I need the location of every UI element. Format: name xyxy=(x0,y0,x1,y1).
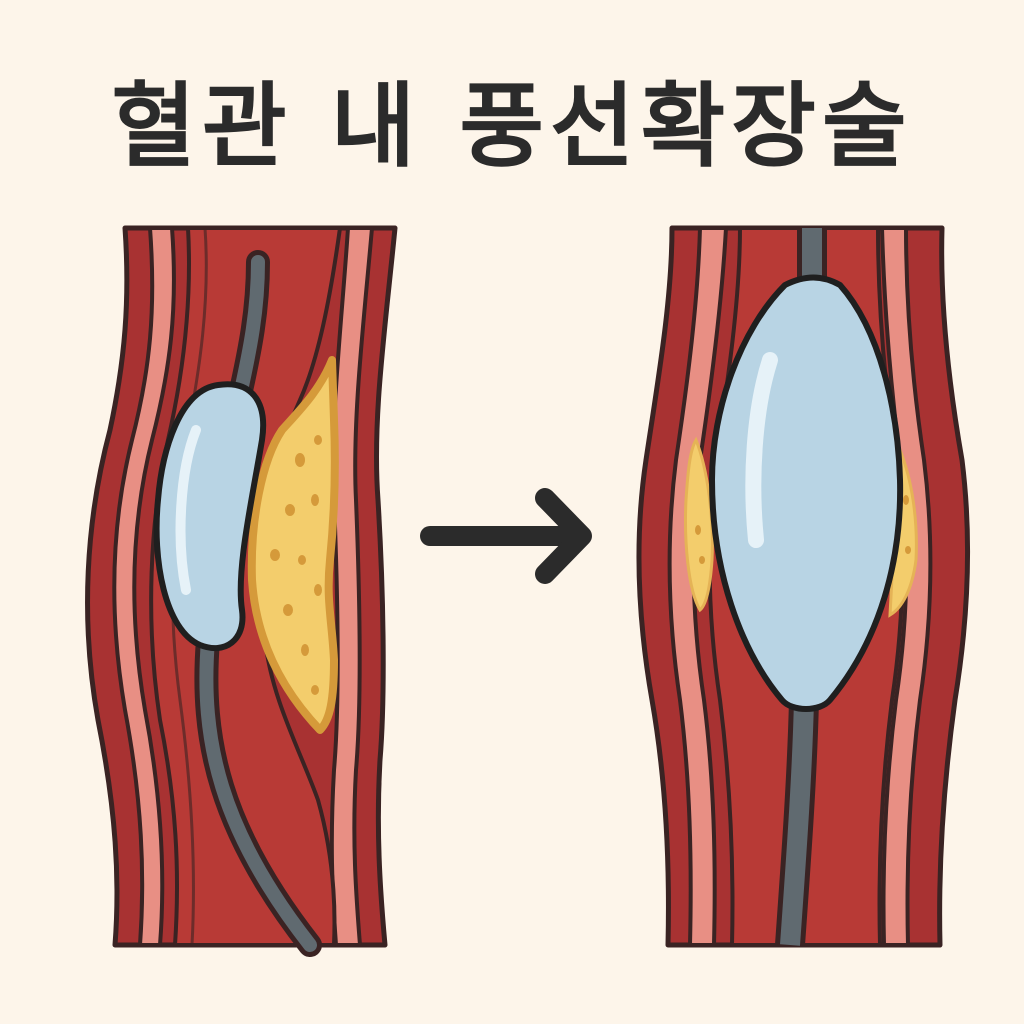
catheter-before xyxy=(194,250,322,957)
plaque-shape xyxy=(247,356,339,734)
balloon-highlight-after xyxy=(745,352,778,548)
catheter-after xyxy=(775,228,827,947)
balloon-deflated xyxy=(153,381,267,652)
balloon-highlight xyxy=(175,425,201,595)
page-title: 혈관 내 풍선확장술 xyxy=(111,73,913,180)
plaque-spots xyxy=(270,435,322,695)
balloon-inflated xyxy=(709,274,904,712)
arrow-right-icon xyxy=(420,488,592,584)
plaque-before xyxy=(247,356,339,734)
vessel-band-left-before xyxy=(112,226,176,947)
